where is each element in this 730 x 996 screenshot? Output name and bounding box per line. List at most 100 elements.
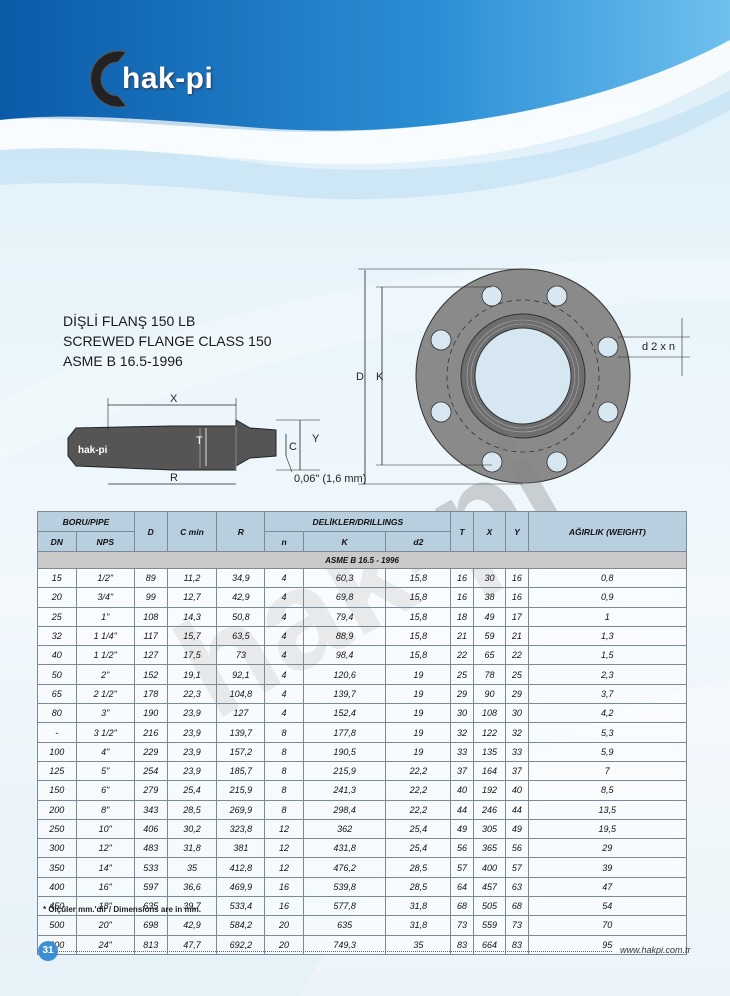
table-cell: 178 [133,683,168,705]
table-cell: 40 [450,780,474,801]
table-cell: 83 [450,934,474,955]
table-cell: 539,8 [302,876,387,898]
table-cell: 30,2 [166,818,218,840]
table-cell: 16 [450,587,474,608]
table-cell: 23,9 [166,703,218,724]
table-cell: 104,8 [216,683,266,705]
table-cell: 22,3 [166,683,218,705]
table-cell: 60,3 [302,567,387,589]
table-cell: 13,5 [527,799,688,820]
table-cell: 215,9 [302,760,387,782]
table-cell: 3/4" [75,587,135,608]
table-cell: 32 [505,722,529,743]
table-cell: 4 [264,683,304,705]
dim-r-label: R [170,472,178,484]
table-cell: 37 [505,760,529,782]
table-cell: 108 [472,703,507,724]
table-cell: 73 [216,645,266,666]
table-cell: 8 [264,799,304,820]
table-cell: 150 [37,780,77,801]
table-cell: 0,9 [527,587,688,608]
table-cell: 35 [385,934,452,955]
table-cell: 57 [505,857,529,878]
table-cell: 16 [264,876,304,898]
table-cell: 16" [75,876,135,898]
table-cell: 22,2 [385,799,452,820]
table-cell: 215,9 [216,780,266,801]
table-cell: 56 [450,838,474,859]
table-cell: 500 [37,915,77,936]
table-cell: 15,8 [385,606,452,627]
table-cell: 698 [133,915,168,936]
dim-y-label: Y [312,433,320,445]
table-cell: 400 [472,857,507,878]
table-cell: 37 [450,760,474,782]
dimensions-note: * Ölçüler mm.'dir / Dimensions are in mm… [43,905,201,914]
header-t: T [450,511,474,552]
table-cell: 122 [472,722,507,743]
table-cell: 47,7 [166,934,218,955]
table-cell: 1 1/2" [75,645,135,666]
header-d: D [133,511,168,552]
table-cell: 0,8 [527,567,688,589]
table-cell: 400 [37,876,77,898]
table-cell: 192 [472,780,507,801]
table-cell: 98,4 [302,645,387,666]
table-cell: 4 [264,664,304,685]
header-x: X [472,511,507,552]
table-cell: 1 1/4" [75,625,135,647]
table-cell: 8 [264,780,304,801]
table-cell: 300 [37,838,77,859]
table-cell: 44 [505,799,529,820]
heading-line-3: ASME B 16.5-1996 [63,353,183,369]
table-cell: 80 [37,703,77,724]
table-cell: 92,1 [216,664,266,685]
table-cell: 32 [450,722,474,743]
table-cell: 5,9 [527,741,688,762]
table-cell: 229 [133,741,168,762]
table-cell: 4 [264,567,304,589]
table-cell: 25,4 [385,838,452,859]
table-cell: 4 [264,606,304,627]
table-cell: 664 [472,934,507,955]
table-cell: 2" [75,664,135,685]
table-cell: 279 [133,780,168,801]
table-cell: 505 [472,896,507,917]
standard-row: ASME B 16.5 - 1996 [37,551,687,569]
table-cell: 7 [527,760,688,782]
website-link[interactable]: www.hakpi.com.tr [620,945,691,955]
table-cell: 190,5 [302,741,387,762]
table-cell: 16 [505,567,529,589]
table-cell: 2 1/2" [75,683,135,705]
table-cell: 25,4 [166,780,218,801]
header-boru: BORU/PIPE [37,511,135,532]
table-cell: 56 [505,838,529,859]
table-cell: 577,8 [302,896,387,917]
table-cell: 83 [505,934,529,955]
table-cell: 185,7 [216,760,266,782]
table-cell: 33 [505,741,529,762]
table-cell: 64 [450,876,474,898]
table-cell: 457 [472,876,507,898]
table-cell: 4 [264,587,304,608]
table-cell: 42,9 [216,587,266,608]
table-cell: 635 [302,915,387,936]
table-cell: 216 [133,722,168,743]
dim-t-label: T [196,435,203,447]
table-cell: 17,5 [166,645,218,666]
table-cell: 19 [385,722,452,743]
table-cell: 4 [264,645,304,666]
table-cell: 21 [505,625,529,647]
front-view-drawing: D K d 2 x n [356,268,690,485]
header-n: n [264,531,304,552]
table-cell: 40 [37,645,77,666]
table-cell: 10" [75,818,135,840]
table-cell: 5,3 [527,722,688,743]
table-cell: 1,3 [527,625,688,647]
